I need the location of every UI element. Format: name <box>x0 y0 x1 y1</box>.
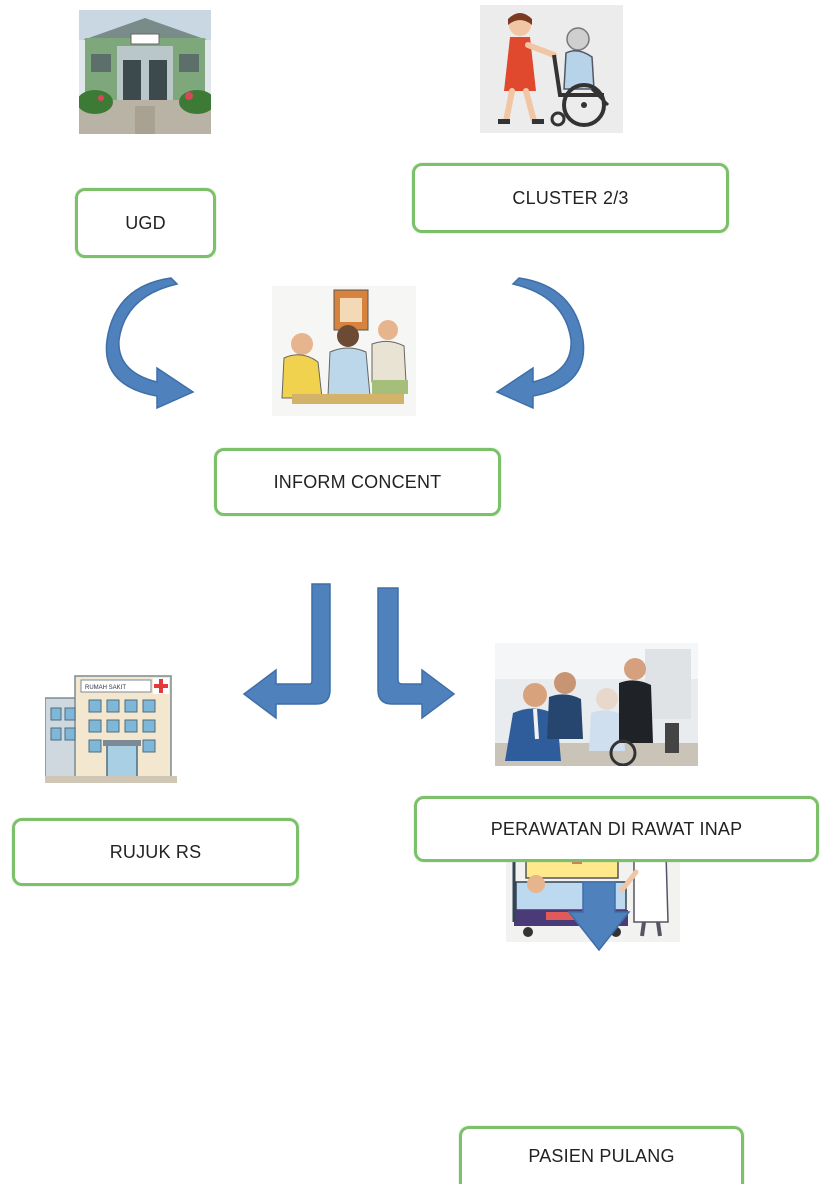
hospital-sign: RUMAH SAKIT <box>85 685 126 691</box>
node-rujuk-rs-label: RUJUK RS <box>109 841 202 862</box>
node-ugd: UGD <box>75 188 216 258</box>
curved-arrow-cluster-to-inform <box>495 277 585 410</box>
node-ugd-label: UGD <box>125 212 166 233</box>
down-arrow-to-pasien-pulang <box>567 881 631 952</box>
node-pasien-pulang: PASIEN PULANG <box>459 1126 744 1184</box>
hospital-building-clipart: RUMAH SAKIT <box>45 668 177 783</box>
nurse-pushing-wheelchair-clipart <box>480 5 623 133</box>
curved-arrow-ugd-to-inform <box>105 277 195 410</box>
inpatient-care-photo <box>495 643 698 766</box>
node-perawatan-label: PERAWATAN DI RAWAT INAP <box>490 818 743 839</box>
node-inform-concent: INFORM CONCENT <box>214 448 501 516</box>
bent-arrow-to-perawatan <box>377 587 456 720</box>
node-inform-concent-label: INFORM CONCENT <box>273 471 442 492</box>
bent-arrow-to-rujuk-rs <box>242 583 331 720</box>
node-cluster-label: CLUSTER 2/3 <box>512 187 629 208</box>
node-perawatan: PERAWATAN DI RAWAT INAP <box>414 796 819 862</box>
node-pasien-pulang-label: PASIEN PULANG <box>528 1146 675 1166</box>
clinic-building-photo <box>79 10 211 134</box>
node-cluster: CLUSTER 2/3 <box>412 163 729 233</box>
family-consultation-clipart <box>272 286 416 416</box>
node-rujuk-rs: RUJUK RS <box>12 818 299 886</box>
